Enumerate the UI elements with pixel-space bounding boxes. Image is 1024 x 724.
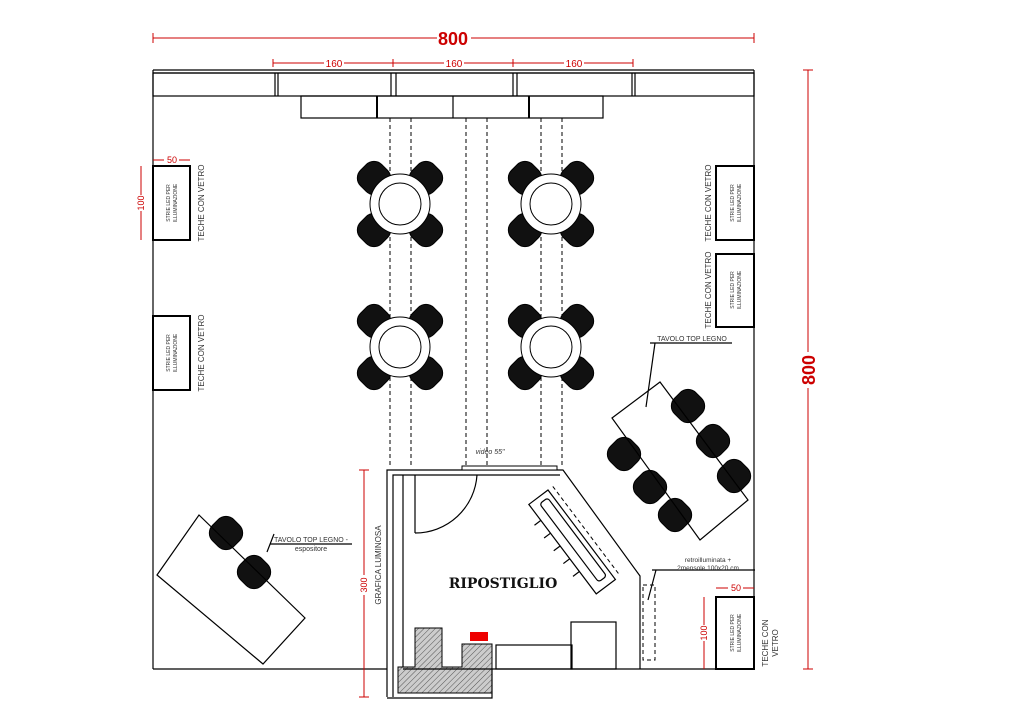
round-table-top <box>378 325 422 369</box>
led-label: STRIE LED PER <box>730 271 736 309</box>
wall-cabinets <box>152 72 755 119</box>
showcase-right-3: STRIE LED PER ILLUMINAZIONE TECHE CON VE… <box>699 582 780 670</box>
showcase-right-2: STRIE LED PER ILLUMINAZIONE TECHE CON VE… <box>704 252 755 329</box>
red-marker <box>470 632 488 641</box>
round-table-top <box>529 182 573 226</box>
led-label: ILLUMINAZIONE <box>173 333 179 372</box>
showcase-width: 50 <box>167 155 177 165</box>
chair <box>657 497 693 533</box>
led-label: ILLUMINAZIONE <box>173 183 179 222</box>
table-right-label: TAVOLO TOP LEGNO <box>657 336 727 343</box>
led-label: ILLUMINAZIONE <box>737 183 743 222</box>
chair <box>716 458 752 494</box>
showcase-left-2: STRIE LED PER ILLUMINAZIONE TECHE CON VE… <box>152 315 206 392</box>
storage-wall-dimension: 300 <box>359 577 369 592</box>
module-2-width: 160 <box>446 59 463 70</box>
showcase-label: TECHE CON <box>761 619 770 666</box>
storage-room-label: RIPOSTIGLIO <box>449 576 558 592</box>
chair <box>632 469 668 505</box>
light-graphic-label: GRAFICA LUMINOSA <box>374 525 383 605</box>
showcase-depth: 100 <box>136 195 146 210</box>
round-table-top <box>378 182 422 226</box>
chair <box>208 515 244 551</box>
furniture <box>208 160 752 590</box>
dimension-width: 800 <box>152 28 755 49</box>
video-label: video 55" <box>476 449 505 456</box>
showcase-right-1: STRIE LED PER ILLUMINAZIONE TECHE CON VE… <box>704 165 755 242</box>
depth-label: 800 <box>799 355 819 385</box>
showcase-width: 50 <box>731 583 741 593</box>
dimension-depth: 800 <box>798 69 819 670</box>
backlit-label: retroilluminata + <box>685 557 732 564</box>
chair <box>236 554 272 590</box>
shelves-label: 2mensole 100x20 cm <box>677 565 739 572</box>
showcase-left-1: STRIE LED PER ILLUMINAZIONE TECHE CON VE… <box>136 154 206 241</box>
module-dimensions: 160 160 160 <box>272 56 634 70</box>
round-table-top <box>529 325 573 369</box>
storage-room: video 55" RIPOSTIGLIO retroilluminata + … <box>359 449 755 699</box>
chair <box>670 388 706 424</box>
showcase-label: TECHE CON VETRO <box>197 165 206 242</box>
led-label: STRIE LED PER <box>166 184 172 222</box>
table-left-label: TAVOLO TOP LEGNO - <box>274 537 349 544</box>
module-1-width: 160 <box>326 59 343 70</box>
chair <box>606 436 642 472</box>
showcase-depth: 100 <box>699 625 709 640</box>
showcase-label: TECHE CON VETRO <box>704 252 713 329</box>
led-label: ILLUMINAZIONE <box>737 613 743 652</box>
showcase-label: VETRO <box>771 629 780 657</box>
led-label: STRIE LED PER <box>166 334 172 372</box>
showcase-label: TECHE CON VETRO <box>197 315 206 392</box>
led-label: STRIE LED PER <box>730 184 736 222</box>
table-left-sublabel: espositore <box>295 546 327 553</box>
width-label: 800 <box>438 29 468 49</box>
showcase-label: TECHE CON VETRO <box>704 165 713 242</box>
table-right: TAVOLO TOP LEGNO <box>611 336 749 541</box>
chair <box>695 423 731 459</box>
led-label: STRIE LED PER <box>730 614 736 652</box>
module-3-width: 160 <box>566 59 583 70</box>
table-left: TAVOLO TOP LEGNO - espositore <box>156 514 352 665</box>
led-label: ILLUMINAZIONE <box>737 270 743 309</box>
